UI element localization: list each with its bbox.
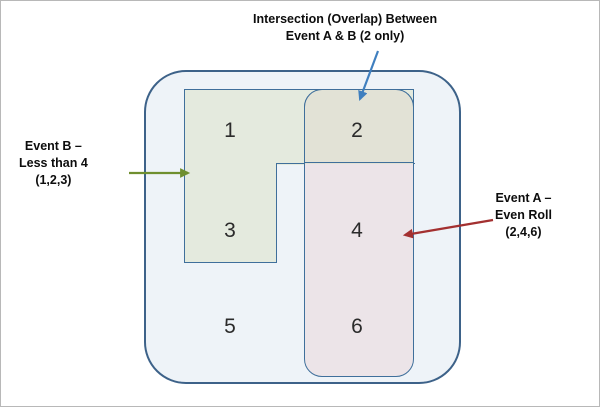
intersection-region — [304, 89, 414, 164]
callout-intersection-line2: Event A & B (2 only) — [285, 28, 405, 43]
intersection-bottom-edge — [304, 162, 414, 163]
outcome-6: 6 — [351, 315, 363, 338]
event-b-left-seam — [184, 161, 185, 169]
callout-event-a: Event A – Even Roll (2,4,6) — [495, 190, 552, 241]
callout-event-a-line3: (2,4,6) — [505, 224, 542, 239]
callout-intersection: Intersection (Overlap) Between Event A &… — [253, 11, 437, 45]
event-b-region-bottom — [184, 164, 277, 263]
callout-event-b-line1: Event B – — [24, 139, 82, 153]
outcome-1: 1 — [224, 119, 236, 142]
outcome-2: 2 — [351, 119, 363, 142]
callout-intersection-line1: Intersection (Overlap) Between — [253, 12, 438, 26]
outcome-3: 3 — [224, 219, 236, 242]
outcome-5: 5 — [224, 315, 236, 338]
callout-event-b-line2: Less than 4 — [19, 155, 88, 170]
callout-event-b: Event B – Less than 4 (1,2,3) — [19, 138, 88, 189]
callout-event-a-line2: Even Roll — [495, 207, 552, 222]
callout-event-b-line3: (1,2,3) — [35, 172, 72, 187]
callout-event-a-line1: Event A – — [495, 191, 552, 205]
outcome-4: 4 — [351, 219, 363, 242]
